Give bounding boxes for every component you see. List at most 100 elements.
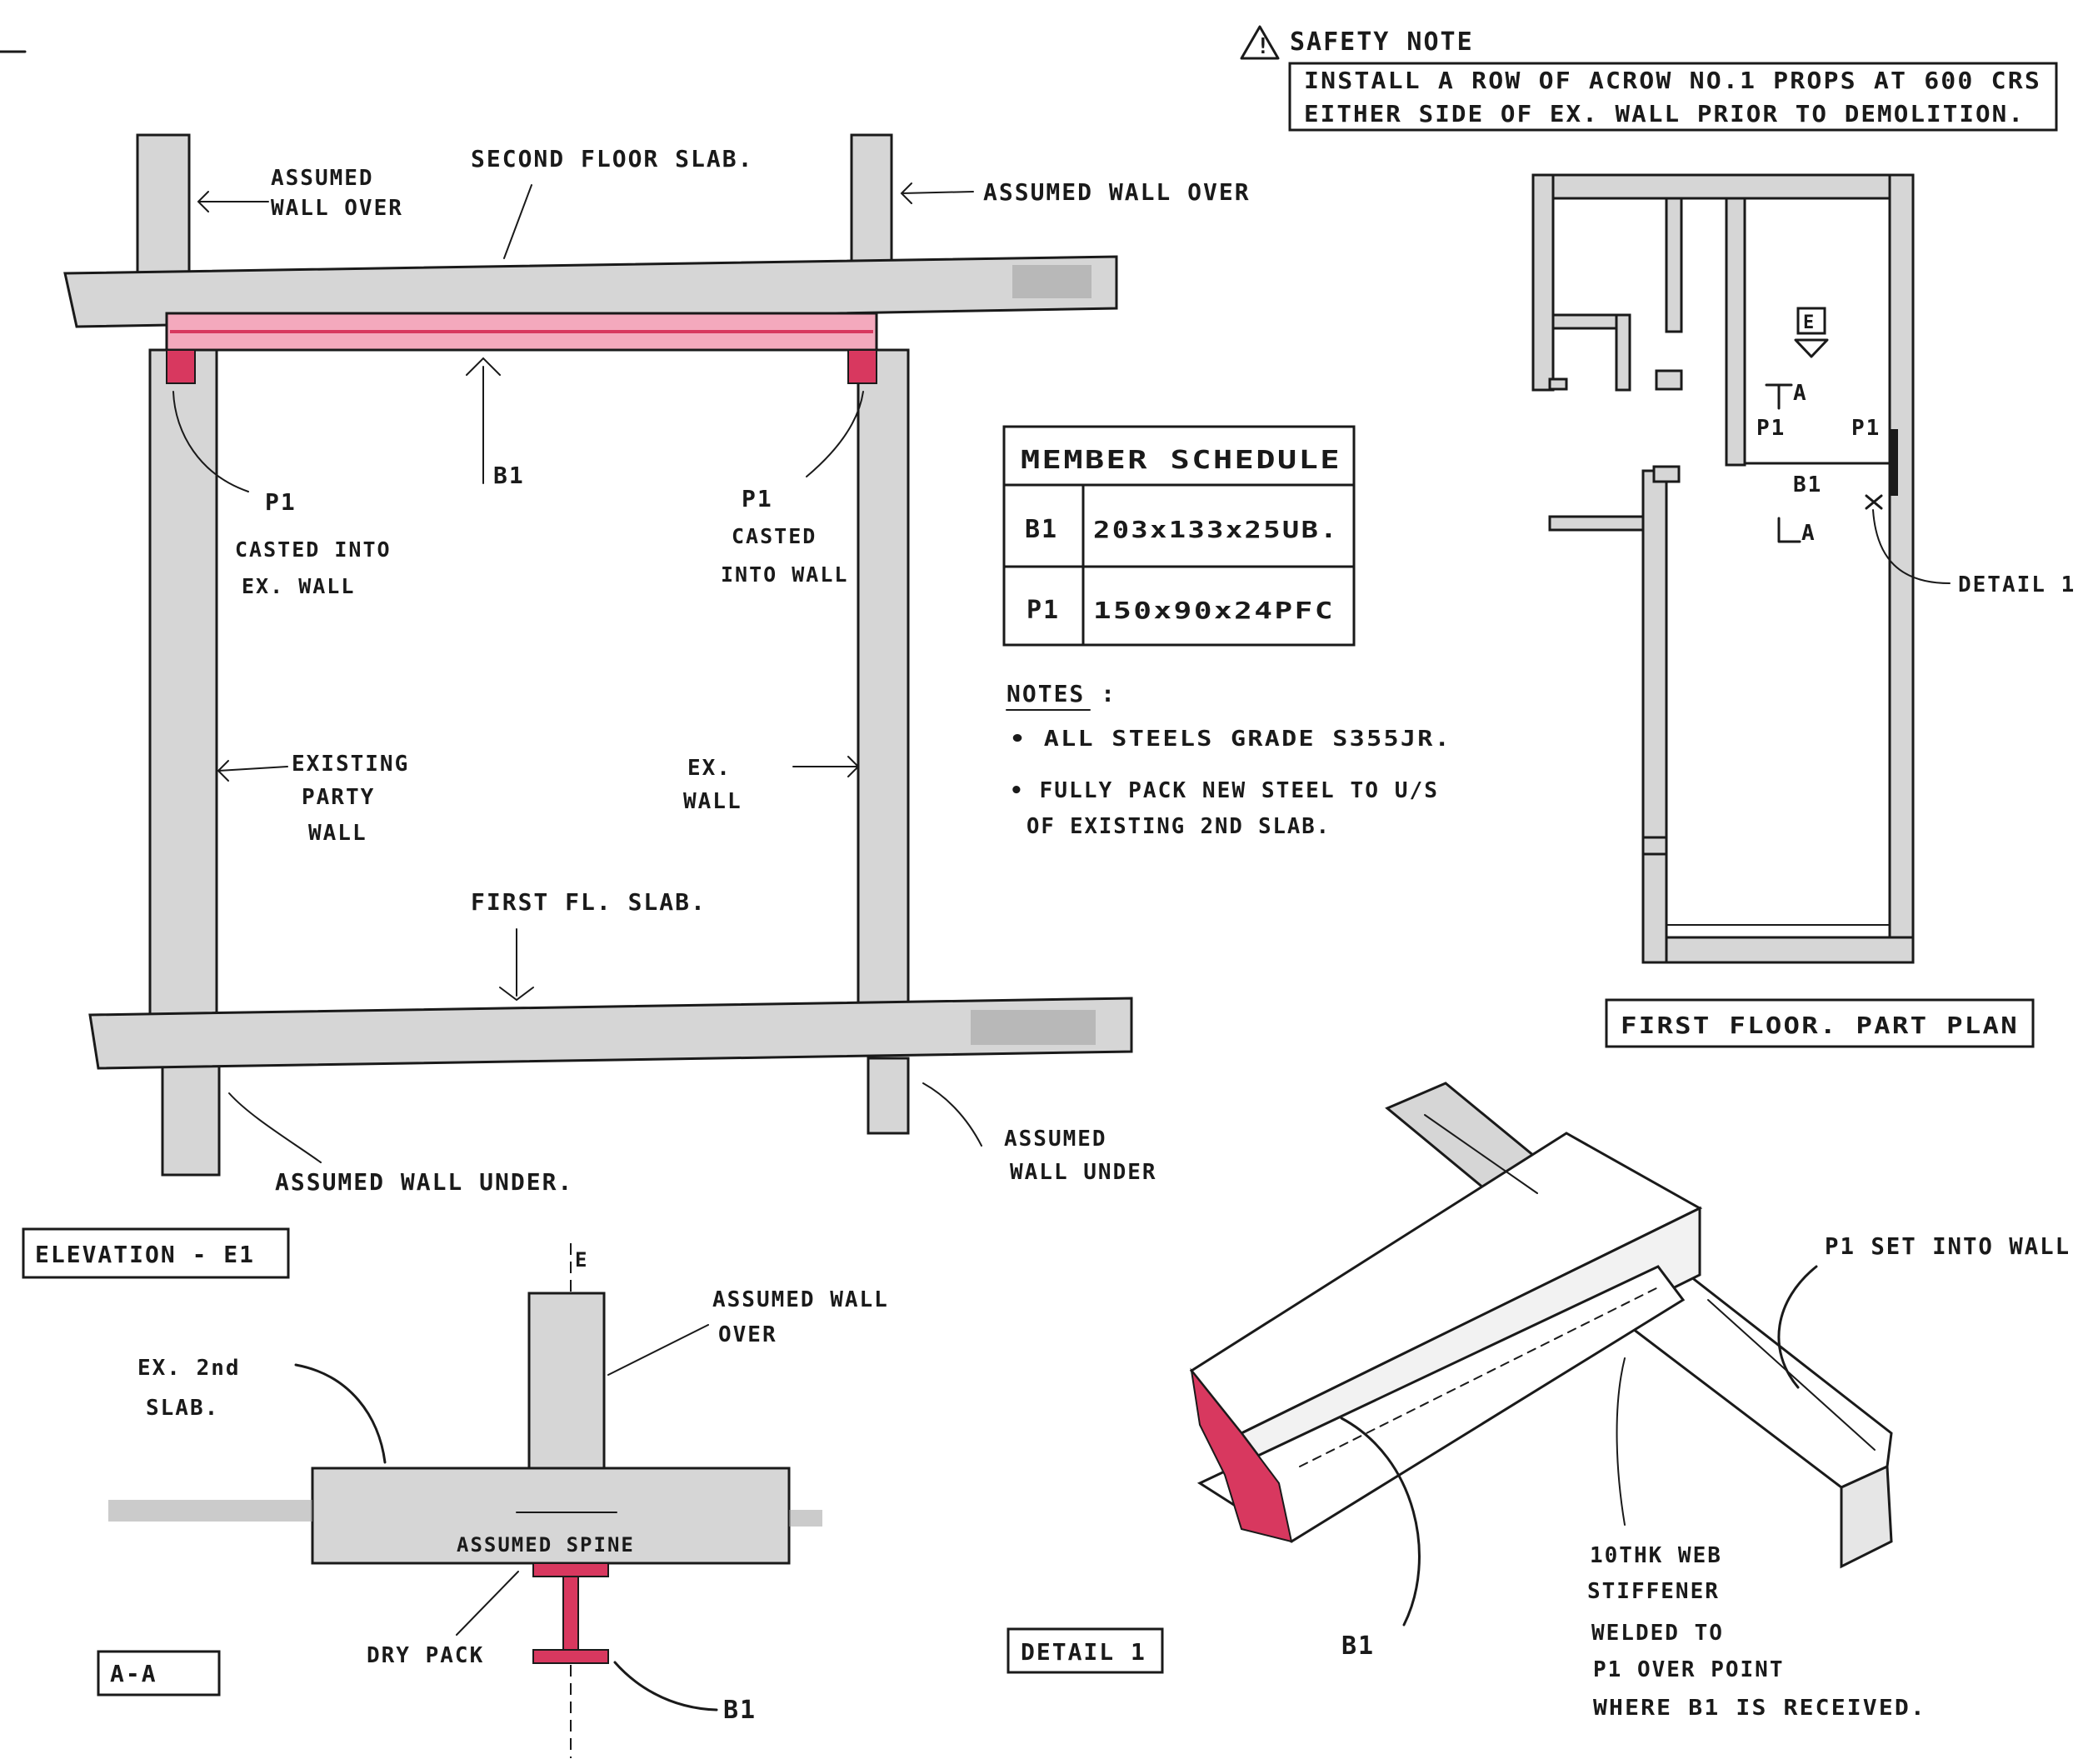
detail-1: P1 SET INTO WALL B1 10THK WEB STIFFENER …: [1007, 1082, 2071, 1721]
section-mark-icon: [1765, 383, 1793, 410]
section-b1-label: B1: [723, 1696, 757, 1725]
schedule-frame: [1002, 425, 1356, 647]
party-wall-label: EXISTING: [292, 752, 409, 777]
plan-p1-left: P1: [1756, 416, 1786, 441]
party-wall-label: PARTY: [302, 785, 375, 810]
hidden-line: [1299, 1287, 1659, 1467]
safety-note-box: [1288, 62, 2058, 132]
safety-note-line-2: EITHER SIDE OF EX. WALL PRIOR TO DEMOLIT…: [1304, 100, 2025, 127]
leader-line: [228, 1092, 322, 1163]
leader-arrow: [294, 1363, 387, 1464]
plan-wall-return: [1548, 515, 1645, 532]
dry-pack-label: DRY PACK: [367, 1643, 484, 1668]
stiffener-label: WHERE B1 IS RECEIVED.: [1593, 1696, 1926, 1721]
plan-wall-partition: [1725, 197, 1746, 467]
section-mark-icon: [1777, 517, 1801, 543]
section-wall-over-label: OVER: [718, 1322, 777, 1347]
section-slab: [311, 1467, 791, 1565]
leader-line: [607, 1324, 709, 1376]
section-wall-over-label: ASSUMED WALL: [712, 1287, 889, 1312]
plan-detail-ref: DETAIL 1: [1958, 572, 2076, 597]
detail-p1-label: P1 SET INTO WALL: [1825, 1232, 2071, 1260]
note-item: • FULLY PACK NEW STEEL TO U/S: [1010, 778, 1439, 803]
plan-section-a-bottom: A: [1801, 521, 1816, 546]
stiffener-label: STIFFENER: [1587, 1579, 1720, 1604]
leader-line: [499, 928, 534, 1002]
cast-left-label: CASTED INTO: [235, 537, 392, 562]
leader-line: [503, 184, 532, 259]
elevation-label: ELEVATION - E1: [35, 1241, 255, 1268]
plan-b1: B1: [1793, 472, 1822, 497]
centreline-mark: E: [575, 1248, 588, 1272]
arrow-icon: [900, 182, 974, 204]
safety-note-line-1: INSTALL A ROW OF ACROW NO.1 PROPS AT 600…: [1304, 67, 2041, 94]
notes: NOTES : • ALL STEELS GRADE S355JR. • FUL…: [1006, 680, 1450, 839]
party-wall-left: [148, 348, 218, 1018]
schedule-title: MEMBER SCHEDULE: [1021, 446, 1341, 475]
first-floor-slab-label: FIRST FL. SLAB.: [471, 888, 707, 916]
second-floor-slab: [63, 255, 1118, 328]
section-beam-bottom-flange: [532, 1649, 609, 1664]
section-beam-top-flange: [532, 1562, 609, 1577]
cast-right-label: CASTED: [732, 524, 817, 548]
leader-line: [466, 357, 501, 484]
cast-right-label: INTO WALL: [721, 562, 848, 587]
section-slab-label: EX. 2nd: [137, 1356, 241, 1381]
arrow-icon: [197, 191, 269, 212]
safety-note-title: SAFETY NOTE: [1290, 27, 1474, 57]
iso-pfc-p1-end-section: [1190, 1367, 1293, 1543]
cross-mark-icon: [1865, 494, 1883, 510]
schedule-size: 203x133x25UB.: [1093, 516, 1339, 543]
wall-under-left: [161, 1057, 221, 1177]
slab-shading: [108, 1500, 312, 1522]
plan-wall-top: [1531, 173, 1914, 200]
section-label: A-A: [110, 1660, 157, 1687]
member-schedule: MEMBER SCHEDULE B1 203x133x25UB. P1 150x…: [1002, 425, 1356, 647]
warning-triangle-icon: [1240, 25, 1280, 60]
leader-line: [1616, 1357, 1626, 1526]
ex-wall-label: EX.: [687, 756, 732, 781]
wall-over-right-label: ASSUMED WALL OVER: [983, 178, 1251, 206]
ex-wall-label: WALL: [683, 789, 742, 814]
p1-right-label: P1: [742, 485, 773, 512]
slab-shading: [1012, 265, 1091, 298]
plan-e-mark: E: [1803, 312, 1816, 333]
detail-label-box: [1007, 1627, 1164, 1674]
wall-under-left-label: ASSUMED WALL UNDER.: [275, 1168, 573, 1196]
plan-wall-left: [1641, 469, 1668, 964]
first-floor-slab: [88, 997, 1133, 1070]
schedule-mark: B1: [1025, 515, 1058, 544]
slab-shading: [789, 1510, 822, 1527]
schedule-mark: P1: [1027, 596, 1060, 625]
iso-beam-b1-end-face: [1840, 1464, 1893, 1569]
plan-label: FIRST FLOOR. PART PLAN: [1621, 1012, 2019, 1039]
pfc-p1-right: [847, 349, 877, 384]
detail-label: DETAIL 1: [1021, 1638, 1146, 1666]
section-a-a: E ASSUMED SPINE ASSUMED WALL OVER EX. 2n…: [97, 1243, 889, 1758]
plan-label-box: [1605, 998, 2035, 1048]
wall-under-right: [867, 1057, 910, 1135]
p1-left-label: P1: [265, 488, 297, 516]
plan-wall-partition: [1615, 313, 1631, 392]
leader-line: [172, 391, 249, 492]
plan-wall-stub: [1641, 836, 1668, 856]
section-beam-web: [562, 1576, 579, 1651]
plan-wall-partition: [1665, 197, 1683, 333]
plan-wall-stub: [1531, 173, 1555, 392]
warning-exclamation: !: [1256, 34, 1271, 59]
section-wall-over: [527, 1292, 606, 1470]
leader-line: [806, 391, 864, 477]
note-item: OF EXISTING 2ND SLAB.: [1027, 814, 1331, 839]
section-spine-label: ASSUMED SPINE: [457, 1533, 635, 1557]
leader-line: [1872, 509, 1951, 584]
iso-beam-edge: [1707, 1299, 1876, 1451]
plan-wall-stub: [1652, 465, 1681, 483]
leader-arrow: [613, 1661, 718, 1712]
party-wall-label: WALL: [308, 821, 367, 846]
wall-over-left-label: ASSUMED: [271, 166, 374, 191]
existing-wall-right: [857, 348, 910, 1018]
stiffener-label: 10THK WEB: [1590, 1543, 1722, 1568]
plan-wall-stub: [1548, 377, 1568, 391]
safety-note: ! SAFETY NOTE INSTALL A ROW OF ACROW NO.…: [1240, 25, 2058, 132]
